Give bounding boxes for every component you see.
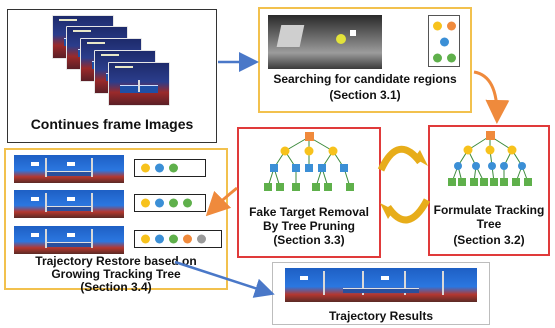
frames-label: Continues frame Images — [30, 116, 194, 132]
fake-section: (Section 3.3) — [273, 233, 345, 247]
court-image — [14, 226, 124, 254]
restore-label-line2: Growing Tracking Tree — [51, 267, 181, 281]
restore-panel: Trajectory Restore based on Growing Trac… — [4, 148, 228, 294]
court-image — [14, 190, 124, 218]
candidate-points-box — [428, 15, 460, 67]
refresh-cycle-icon — [377, 145, 431, 224]
tree-point — [155, 198, 164, 208]
tree-point — [169, 163, 178, 173]
pruning-tree-nodes — [264, 132, 354, 191]
search-label: Searching for candidate regions — [273, 72, 457, 86]
tree-level-points — [134, 159, 206, 177]
restore-section: (Section 3.4) — [80, 280, 152, 294]
frame-image — [108, 62, 170, 106]
tree-point — [141, 234, 150, 244]
candidate-point — [433, 21, 442, 31]
tree-point — [183, 234, 192, 244]
tree-point — [169, 198, 178, 208]
candidate-point — [447, 53, 456, 63]
tree-point — [197, 234, 206, 244]
formulate-tree-nodes — [448, 131, 532, 186]
fake-label-line1: Fake Target Removal — [249, 205, 369, 219]
search-section: (Section 3.1) — [329, 88, 401, 102]
pruning-tree — [267, 136, 351, 188]
formulate-panel — [428, 125, 550, 256]
search-panel: Searching for candidate regions (Section… — [258, 7, 472, 113]
court-image — [14, 155, 124, 183]
fake-label-line2: By Tree Pruning — [262, 219, 356, 233]
tree-point — [141, 163, 150, 173]
grayscale-frame-image — [268, 15, 382, 69]
candidate-point — [433, 53, 442, 63]
arrow-search-to-formulate — [473, 70, 510, 124]
arrow-pruning-to-restore — [205, 186, 238, 217]
results-court-image — [285, 268, 477, 302]
results-label: Trajectory Results — [328, 309, 434, 323]
tree-point — [169, 234, 178, 244]
formulate-tree — [451, 135, 529, 183]
arrow-restore-to-results — [174, 260, 275, 298]
tree-point — [155, 163, 164, 173]
restore-label-line1: Trajectory Restore based on — [35, 254, 197, 268]
tree-level-points — [134, 230, 222, 248]
pruning-panel — [237, 127, 381, 258]
formulate-label-line2: Tree — [476, 217, 502, 231]
tree-point — [155, 234, 164, 244]
formulate-section: (Section 3.2) — [453, 233, 525, 247]
tree-point — [183, 198, 192, 208]
formulate-label-line1: Formulate Tracking — [433, 203, 545, 217]
candidate-point — [447, 21, 456, 31]
tree-level-points — [134, 194, 206, 212]
frames-panel: Continues frame Images — [7, 9, 217, 143]
candidate-point — [440, 37, 449, 47]
tree-point — [141, 198, 150, 208]
results-panel: Trajectory Results — [272, 262, 490, 325]
